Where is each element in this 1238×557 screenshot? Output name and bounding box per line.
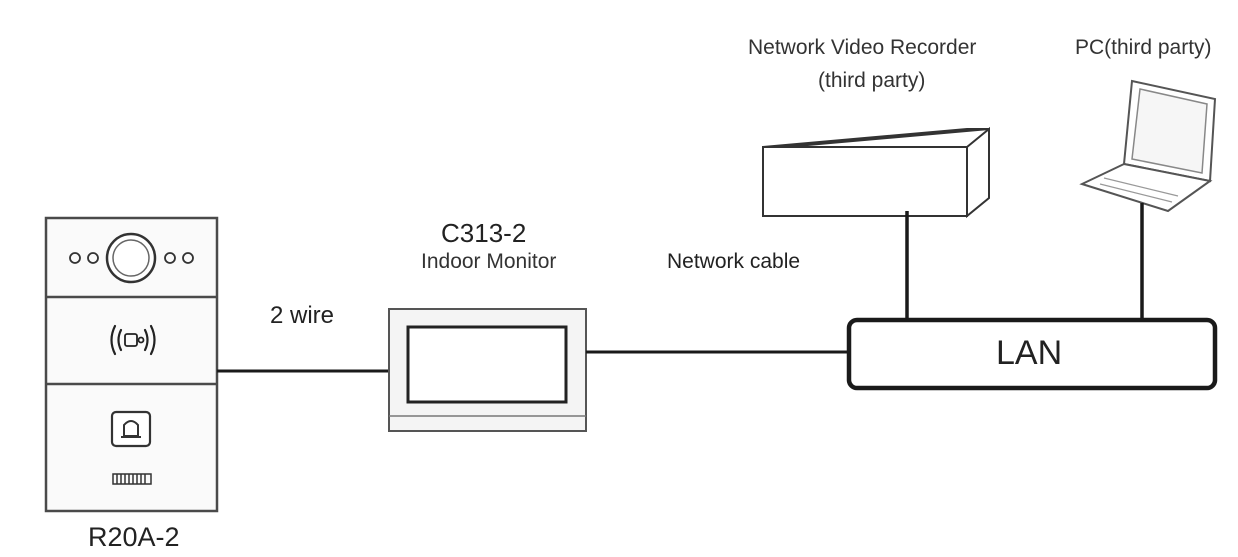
bell-icon bbox=[110, 410, 152, 448]
door-station-label: R20A-2 bbox=[88, 522, 180, 552]
two-wire-label: 2 wire bbox=[270, 302, 335, 329]
lan-label: LAN bbox=[996, 334, 1063, 372]
door-station bbox=[44, 216, 219, 513]
laptop-icon bbox=[1079, 79, 1217, 213]
camera-lens-icon bbox=[105, 232, 157, 284]
monitor-name-label: Indoor Monitor bbox=[421, 250, 557, 273]
rfid-card-icon bbox=[110, 324, 156, 356]
nvr-device bbox=[762, 126, 990, 219]
indoor-monitor bbox=[388, 308, 587, 432]
nvr-sublabel: (third party) bbox=[818, 69, 926, 92]
monitor-model-label: C313-2 bbox=[441, 218, 527, 248]
network-cable-label: Network cable bbox=[667, 250, 801, 273]
speaker-grille-icon bbox=[112, 473, 152, 485]
nvr-label: Network Video Recorder bbox=[748, 36, 977, 59]
ir-led-icon bbox=[69, 252, 194, 264]
monitor-screen bbox=[406, 325, 568, 404]
lan-box bbox=[846, 317, 1218, 391]
pc-label: PC(third party) bbox=[1075, 36, 1212, 59]
